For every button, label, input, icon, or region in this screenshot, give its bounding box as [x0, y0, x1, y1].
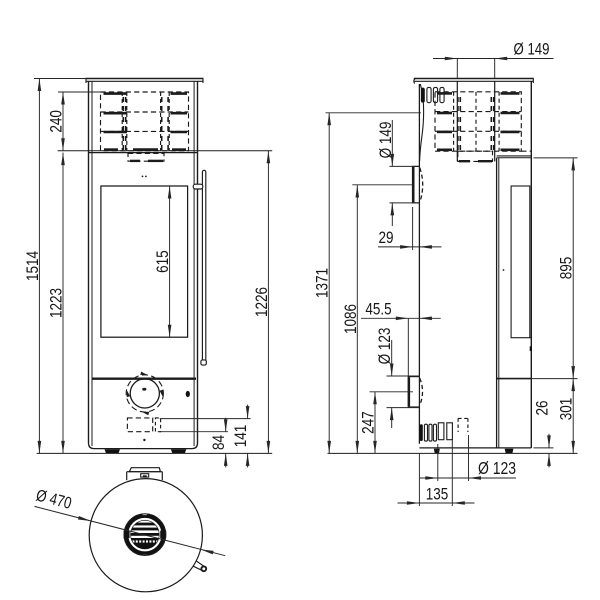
svg-text:1226: 1226	[253, 287, 272, 317]
svg-text:84: 84	[210, 435, 229, 450]
svg-text:Ø 123: Ø 123	[478, 460, 516, 479]
svg-text:1371: 1371	[313, 268, 332, 298]
svg-text:247: 247	[359, 411, 378, 434]
svg-text:1223: 1223	[47, 288, 66, 318]
svg-text:Ø 123: Ø 123	[376, 328, 395, 365]
svg-text:1086: 1086	[342, 304, 361, 334]
svg-text:895: 895	[557, 257, 576, 280]
svg-text:Ø 149: Ø 149	[377, 122, 396, 159]
svg-text:301: 301	[557, 398, 576, 421]
svg-text:135: 135	[426, 485, 449, 504]
svg-text:Ø 149: Ø 149	[514, 40, 550, 59]
svg-text:26: 26	[533, 400, 552, 415]
svg-text:141: 141	[232, 425, 251, 448]
svg-text:29: 29	[378, 229, 393, 248]
svg-text:45.5: 45.5	[365, 300, 391, 319]
svg-text:1514: 1514	[24, 251, 43, 281]
svg-text:240: 240	[47, 110, 66, 133]
svg-text:615: 615	[154, 250, 173, 273]
